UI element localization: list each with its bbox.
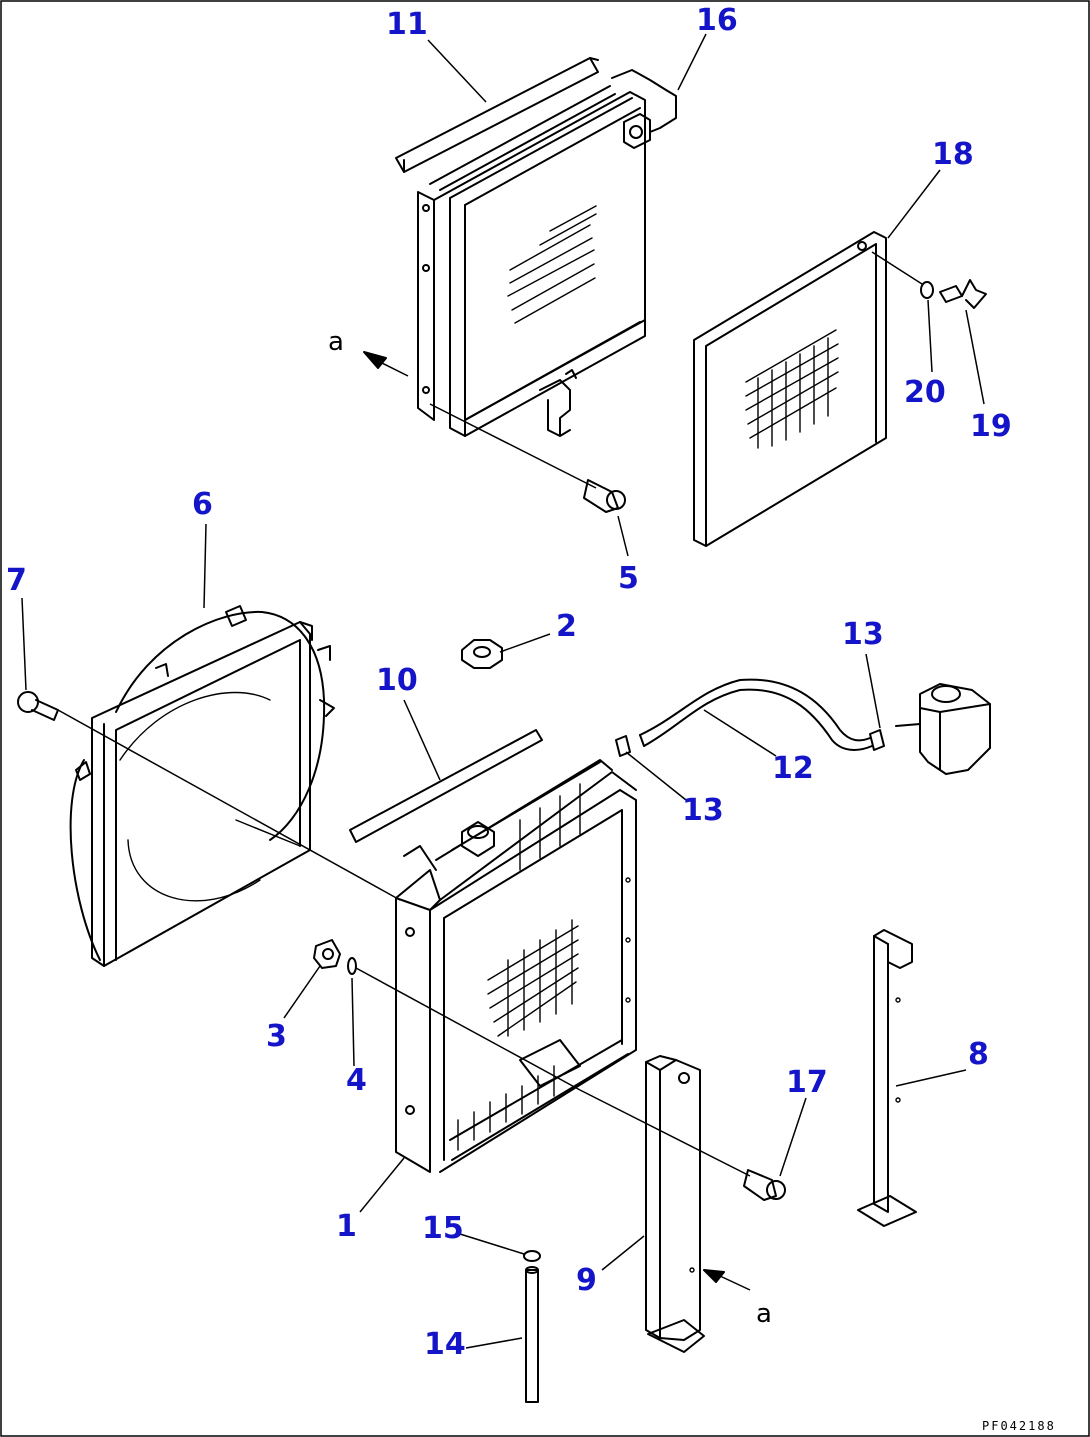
callout-17: 17 [786,1065,828,1100]
callout-15: 15 [422,1211,464,1246]
part-17-bolt [743,1169,786,1201]
callout-6: 6 [192,487,213,522]
callout-19: 19 [970,409,1012,444]
part-5-bolt [583,479,626,513]
callout-13-lower: 13 [682,793,724,828]
callout-8: 8 [968,1037,989,1072]
callout-5: 5 [618,561,639,596]
callout-4: 4 [346,1063,367,1098]
callout-16: 16 [696,3,738,38]
part-10-seal-strip [349,729,543,843]
part-1-radiator [395,759,637,1173]
view-marker-a-upper: a [328,327,344,357]
callout-7: 7 [6,563,27,598]
part-12-overflow-hose [639,678,873,751]
part-8-support-stay [857,929,917,1227]
callout-20: 20 [904,375,946,410]
callout-11: 11 [386,7,428,42]
callout-9: 9 [576,1263,597,1298]
part-14-stopper-rod [525,1266,539,1403]
leader-lines [21,33,985,1349]
callout-2: 2 [556,609,577,644]
part-16-oil-cooler [417,69,677,437]
part-3-drain-plug [313,939,341,969]
callout-13-upper: 13 [842,617,884,652]
callout-1: 1 [336,1209,357,1244]
drawing-code: PF042188 [982,1419,1056,1433]
part-13-clamp-upper [869,729,885,751]
part-6-fan-shroud [69,605,335,967]
view-marker-a-lower: a [756,1299,772,1329]
part-2-radiator-cap [461,639,503,669]
reservoir-tank [895,683,991,775]
callout-3: 3 [266,1019,287,1054]
callout-18: 18 [932,137,974,172]
part-19-wing-bolt [939,279,987,309]
part-15-nut [523,1250,541,1262]
callout-10: 10 [376,663,418,698]
part-11-seal-strip [395,57,599,173]
part-7-bolt [17,691,59,721]
callout-labels: 1 2 3 4 5 6 7 8 9 10 11 12 13 13 14 15 1… [6,3,1012,1362]
part-4-washer [347,957,357,975]
part-18-screen [693,231,887,547]
part-20-washer [920,281,934,299]
callout-12: 12 [772,751,814,786]
callout-14: 14 [424,1327,466,1362]
part-9-support-stay [645,1055,705,1353]
part-13-clamp-lower [615,735,631,757]
